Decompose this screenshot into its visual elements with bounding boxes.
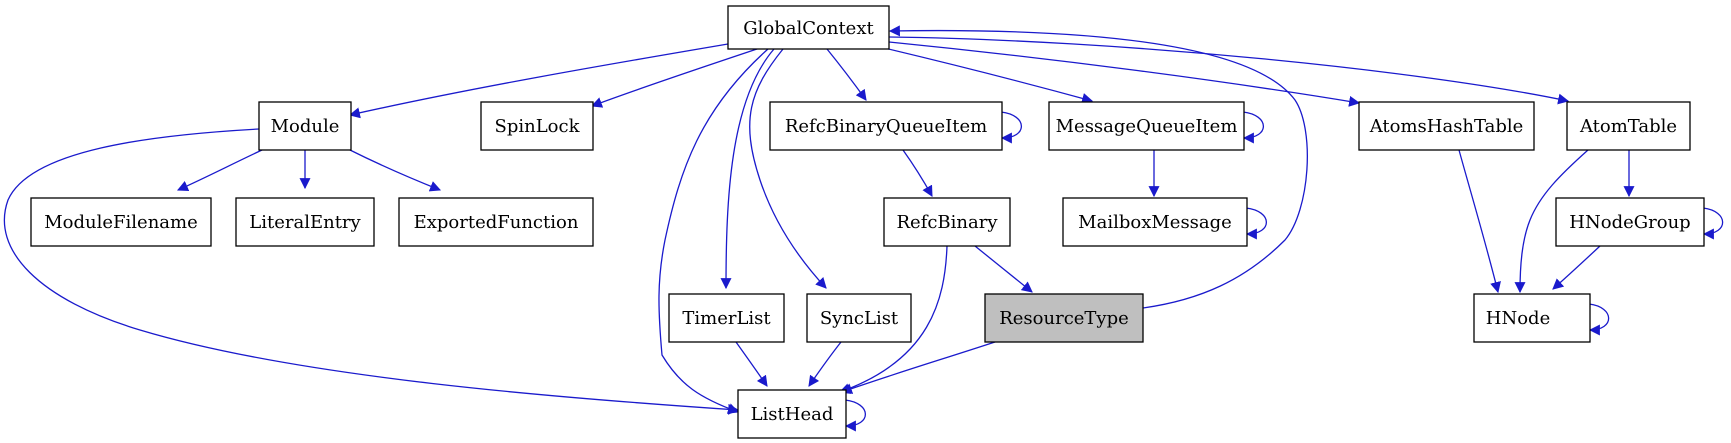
edge-refcbinary-listhead xyxy=(838,245,948,394)
node-refcbinaryqueueitem[interactable]: RefcBinaryQueueItem xyxy=(769,101,1003,151)
node-hnode[interactable]: HNode xyxy=(1473,293,1591,343)
node-globalcontext[interactable]: GlobalContext xyxy=(727,5,890,50)
node-module-label: Module xyxy=(271,116,340,137)
edge-refcbinaryqueueitem-self xyxy=(1000,111,1022,144)
edge-hnode-self xyxy=(1588,303,1610,336)
node-messagequeueitem-label: MessageQueueItem xyxy=(1056,116,1238,137)
edge-messagequeueitem-self xyxy=(1242,111,1264,144)
edge-globalcontext-atomshashtable xyxy=(888,41,1361,107)
edge-refcbinaryqueueitem-refcbinary xyxy=(902,149,933,197)
node-atomtable-label: AtomTable xyxy=(1579,116,1677,137)
node-synclist[interactable]: SyncList xyxy=(806,293,912,343)
node-hnode-label: HNode xyxy=(1486,308,1550,329)
edge-mailboxmessage-self xyxy=(1245,207,1267,240)
node-exportedfunction[interactable]: ExportedFunction xyxy=(398,197,594,247)
node-literalentry[interactable]: LiteralEntry xyxy=(235,197,375,247)
edge-globalcontext-messagequeueitem xyxy=(879,46,1094,104)
node-atomshashtable[interactable]: AtomsHashTable xyxy=(1358,101,1535,151)
node-messagequeueitem[interactable]: MessageQueueItem xyxy=(1048,101,1245,151)
edge-atomtable-hnode xyxy=(1514,149,1589,294)
node-atomshashtable-label: AtomsHashTable xyxy=(1369,116,1524,137)
edge-globalcontext-timerlist xyxy=(720,48,775,290)
node-listhead[interactable]: ListHead xyxy=(737,389,847,439)
node-modulefilename[interactable]: ModuleFilename xyxy=(30,197,212,247)
edge-module-modulefilename xyxy=(176,149,263,192)
node-timerlist-label: TimerList xyxy=(682,308,771,329)
edge-globalcontext-module xyxy=(348,43,729,119)
node-synclist-label: SyncList xyxy=(820,308,899,329)
edge-timerlist-listhead xyxy=(735,341,768,387)
node-spinlock[interactable]: SpinLock xyxy=(480,101,594,151)
node-mailboxmessage-label: MailboxMessage xyxy=(1078,212,1232,233)
edge-resourcetype-listhead xyxy=(840,341,996,394)
node-literalentry-label: LiteralEntry xyxy=(249,212,361,233)
node-hnodegroup[interactable]: HNodeGroup xyxy=(1555,197,1705,247)
edge-atomshashtable-hnode xyxy=(1458,149,1501,294)
edge-globalcontext-refcbinaryqueueitem xyxy=(826,48,867,101)
node-listhead-label: ListHead xyxy=(751,404,834,425)
edge-synclist-listhead xyxy=(808,341,842,387)
edge-hnodegroup-self xyxy=(1702,207,1724,240)
node-resourcetype-label: ResourceType xyxy=(999,308,1129,329)
edge-listhead-self xyxy=(844,399,866,432)
node-mailboxmessage[interactable]: MailboxMessage xyxy=(1062,197,1248,247)
node-resourcetype[interactable]: ResourceType xyxy=(984,293,1144,343)
node-atomtable[interactable]: AtomTable xyxy=(1566,101,1691,151)
node-refcbinary-label: RefcBinary xyxy=(896,212,998,233)
edge-refcbinary-resourcetype xyxy=(974,245,1033,293)
node-refcbinaryqueueitem-label: RefcBinaryQueueItem xyxy=(785,116,987,137)
node-globalcontext-label: GlobalContext xyxy=(743,18,874,39)
edge-resourcetype-globalcontext xyxy=(888,25,1308,309)
edge-hnodegroup-hnode xyxy=(1552,245,1601,290)
edge-globalcontext-listhead xyxy=(658,48,769,414)
edge-globalcontext-spinlock xyxy=(590,47,761,108)
node-timerlist[interactable]: TimerList xyxy=(668,293,785,343)
node-module[interactable]: Module xyxy=(258,101,352,151)
node-hnodegroup-label: HNodeGroup xyxy=(1569,212,1690,233)
edge-module-listhead xyxy=(3,128,740,415)
edge-globalcontext-synclist xyxy=(749,48,827,289)
node-refcbinary[interactable]: RefcBinary xyxy=(883,197,1011,247)
node-modulefilename-label: ModuleFilename xyxy=(44,212,198,233)
node-exportedfunction-label: ExportedFunction xyxy=(414,212,579,233)
edge-globalcontext-atomtable xyxy=(888,36,1570,105)
edges xyxy=(3,25,1724,432)
node-spinlock-label: SpinLock xyxy=(495,116,581,137)
edge-module-exportedfunction xyxy=(349,149,442,192)
nodes: GlobalContext Module SpinLock RefcBinary… xyxy=(30,5,1705,439)
